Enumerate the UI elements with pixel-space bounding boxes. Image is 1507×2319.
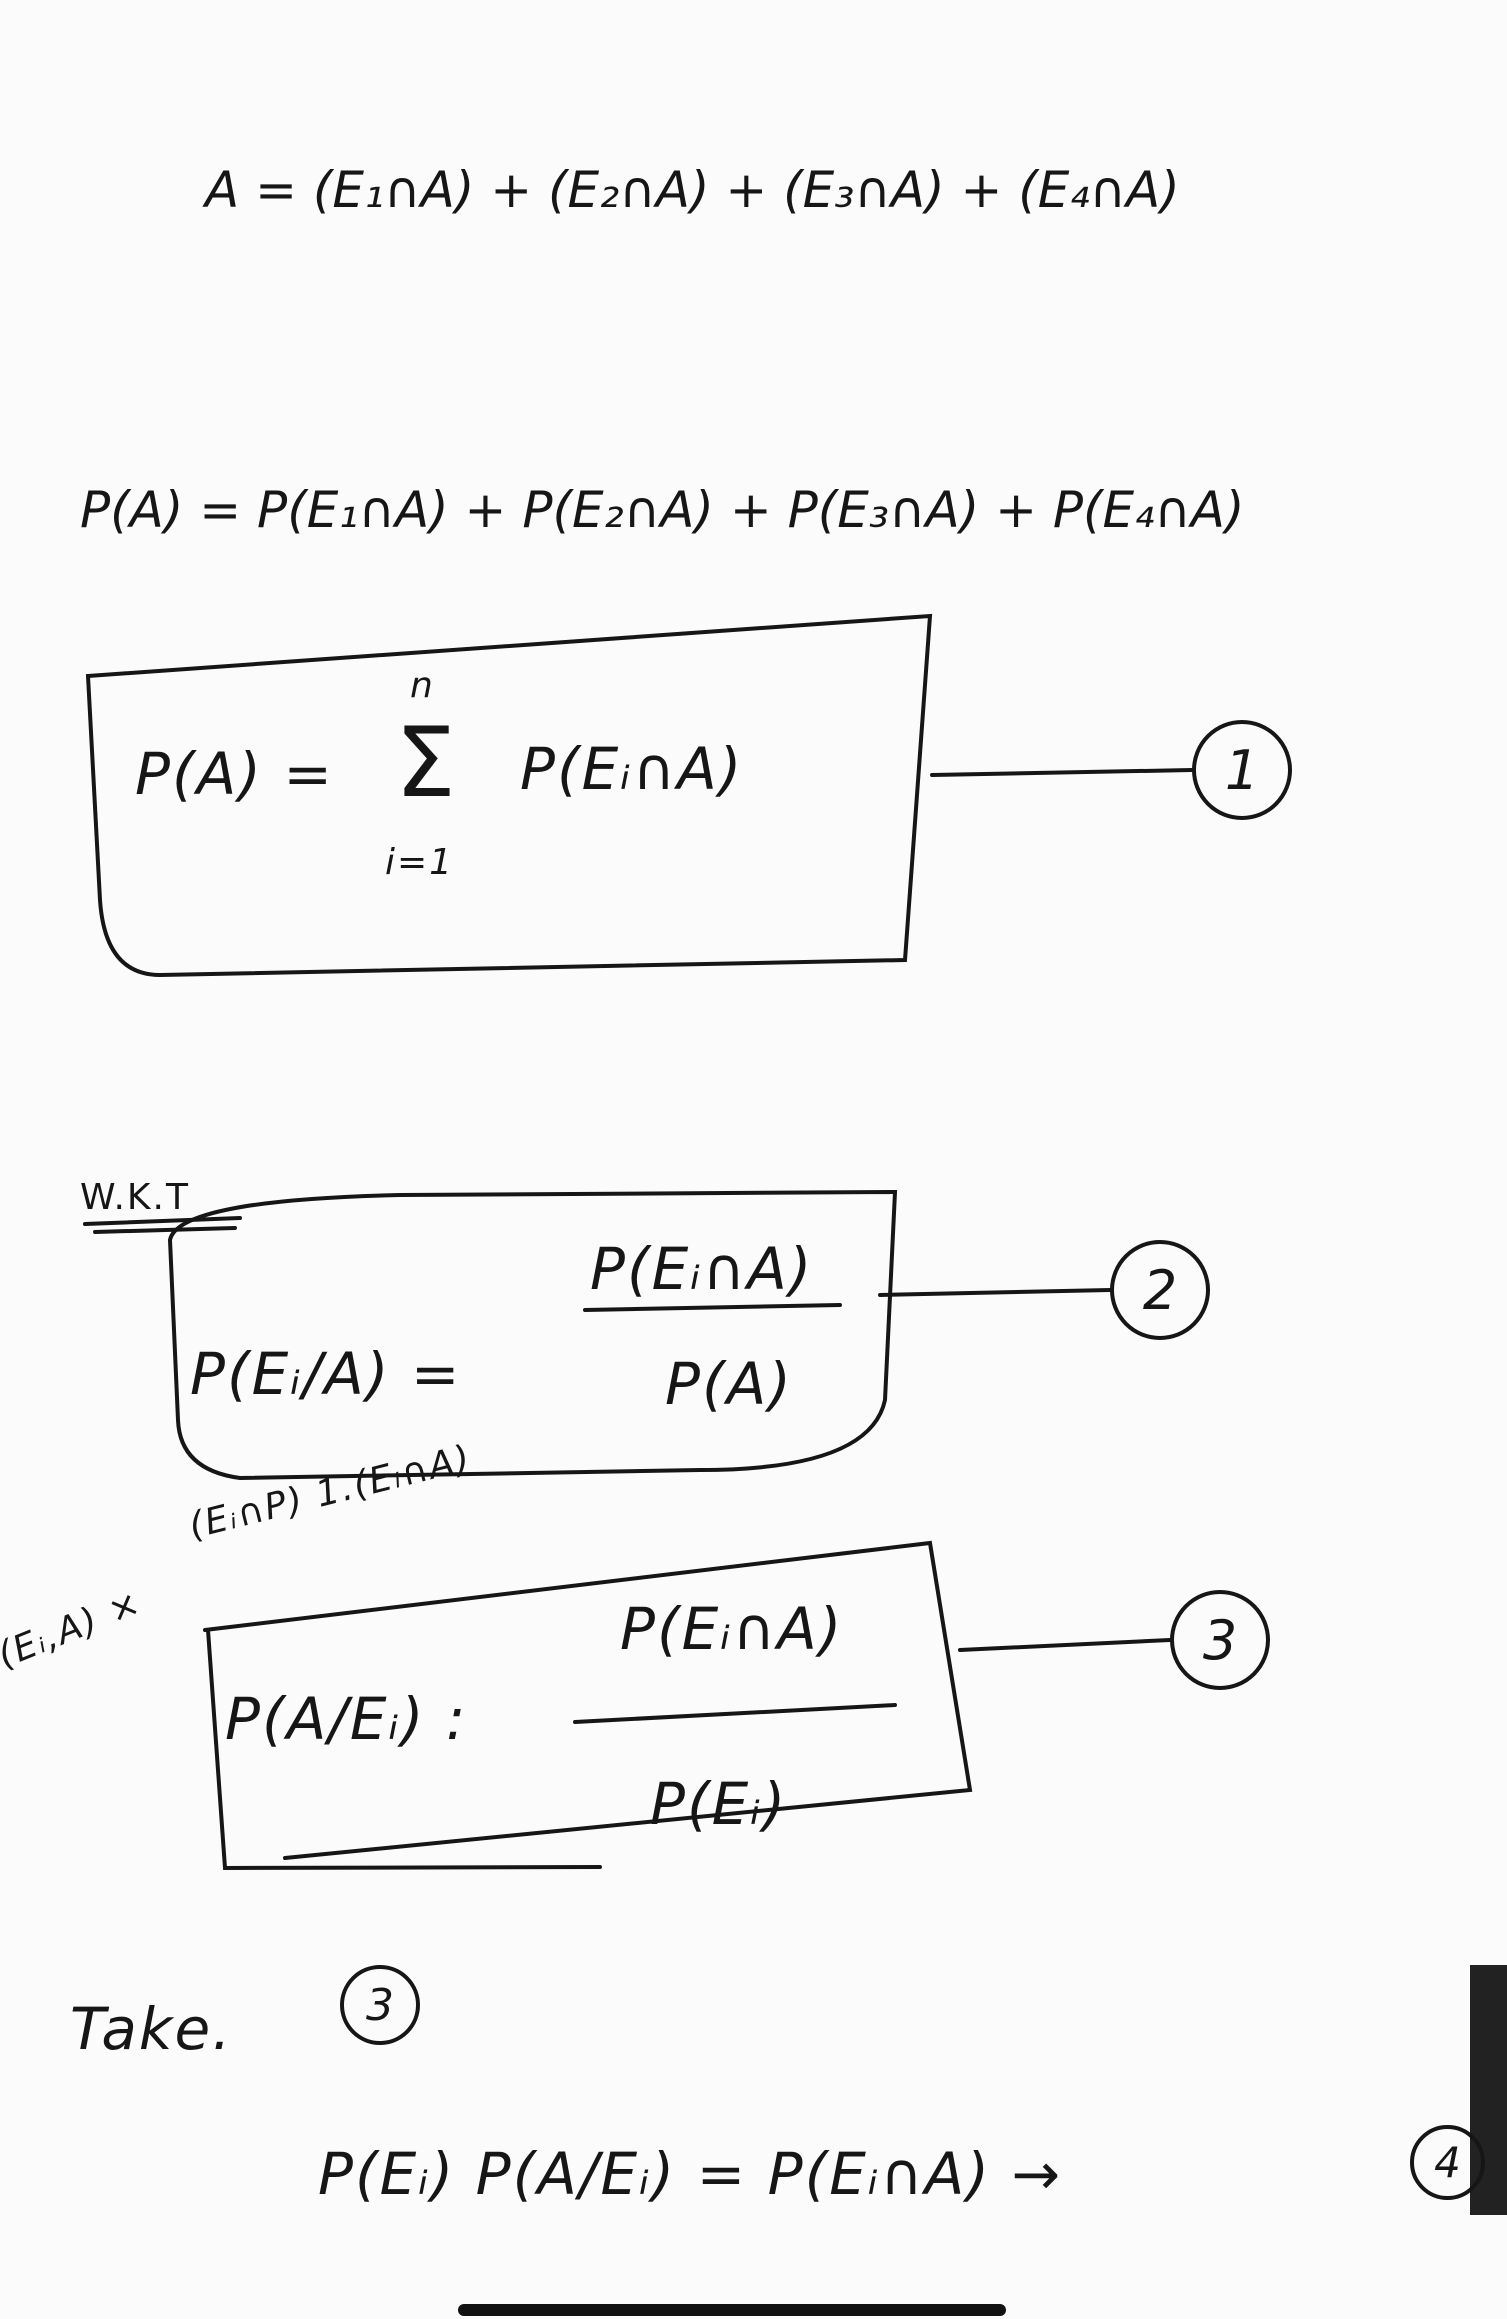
equation-1-rhs: P(Eᵢ∩A) [520,735,744,803]
box-equation-3 [203,1540,973,1871]
equation-3-numerator: P(Eᵢ∩A) [620,1595,844,1663]
equation-2-denominator: P(A) [665,1350,793,1418]
equation-line-1: A = (E₁∩A) + (E₂∩A) + (E₃∩A) + (E₄∩A) [205,161,1180,219]
connector-1 [930,768,1194,777]
box-equation-2 [167,1189,898,1481]
equation-1-lhs: P(A) = [135,740,334,808]
fraction-bar-3 [573,1703,897,1724]
equation-2-lhs: P(Eᵢ/A) = [190,1340,462,1408]
equation-3-denominator: P(Eᵢ) [650,1770,788,1838]
wkt-label: W.K.T [80,1177,190,1218]
box-equation-1 [85,613,933,978]
equation-3-lhs: P(A/Eᵢ) : [225,1685,468,1753]
sigma-lower: i=1 [385,842,455,883]
equation-number-1: 1 [1192,720,1292,820]
take-label: Take. [70,1995,233,2063]
equation-4: P(Eᵢ) P(A/Eᵢ) = P(Eᵢ∩A) → [318,2140,1063,2208]
equation-number-4: 4 [1410,2125,1485,2200]
equation-number-2: 2 [1110,1240,1210,1340]
take-reference-3: 3 [340,1965,420,2045]
sigma-upper: n [410,665,435,706]
equation-number-3: 3 [1170,1590,1270,1690]
home-indicator-bar[interactable] [458,2304,1006,2316]
fraction-bar-2 [583,1303,842,1312]
equation-line-2: P(A) = P(E₁∩A) + P(E₂∩A) + P(E₃∩A) + P(E… [80,481,1245,539]
connector-2 [878,1288,1112,1297]
connector-3 [958,1638,1172,1652]
sigma-symbol: Σ [395,707,458,819]
wkt-underline [83,1216,242,1234]
equation-2-numerator: P(Eᵢ∩A) [590,1235,814,1303]
